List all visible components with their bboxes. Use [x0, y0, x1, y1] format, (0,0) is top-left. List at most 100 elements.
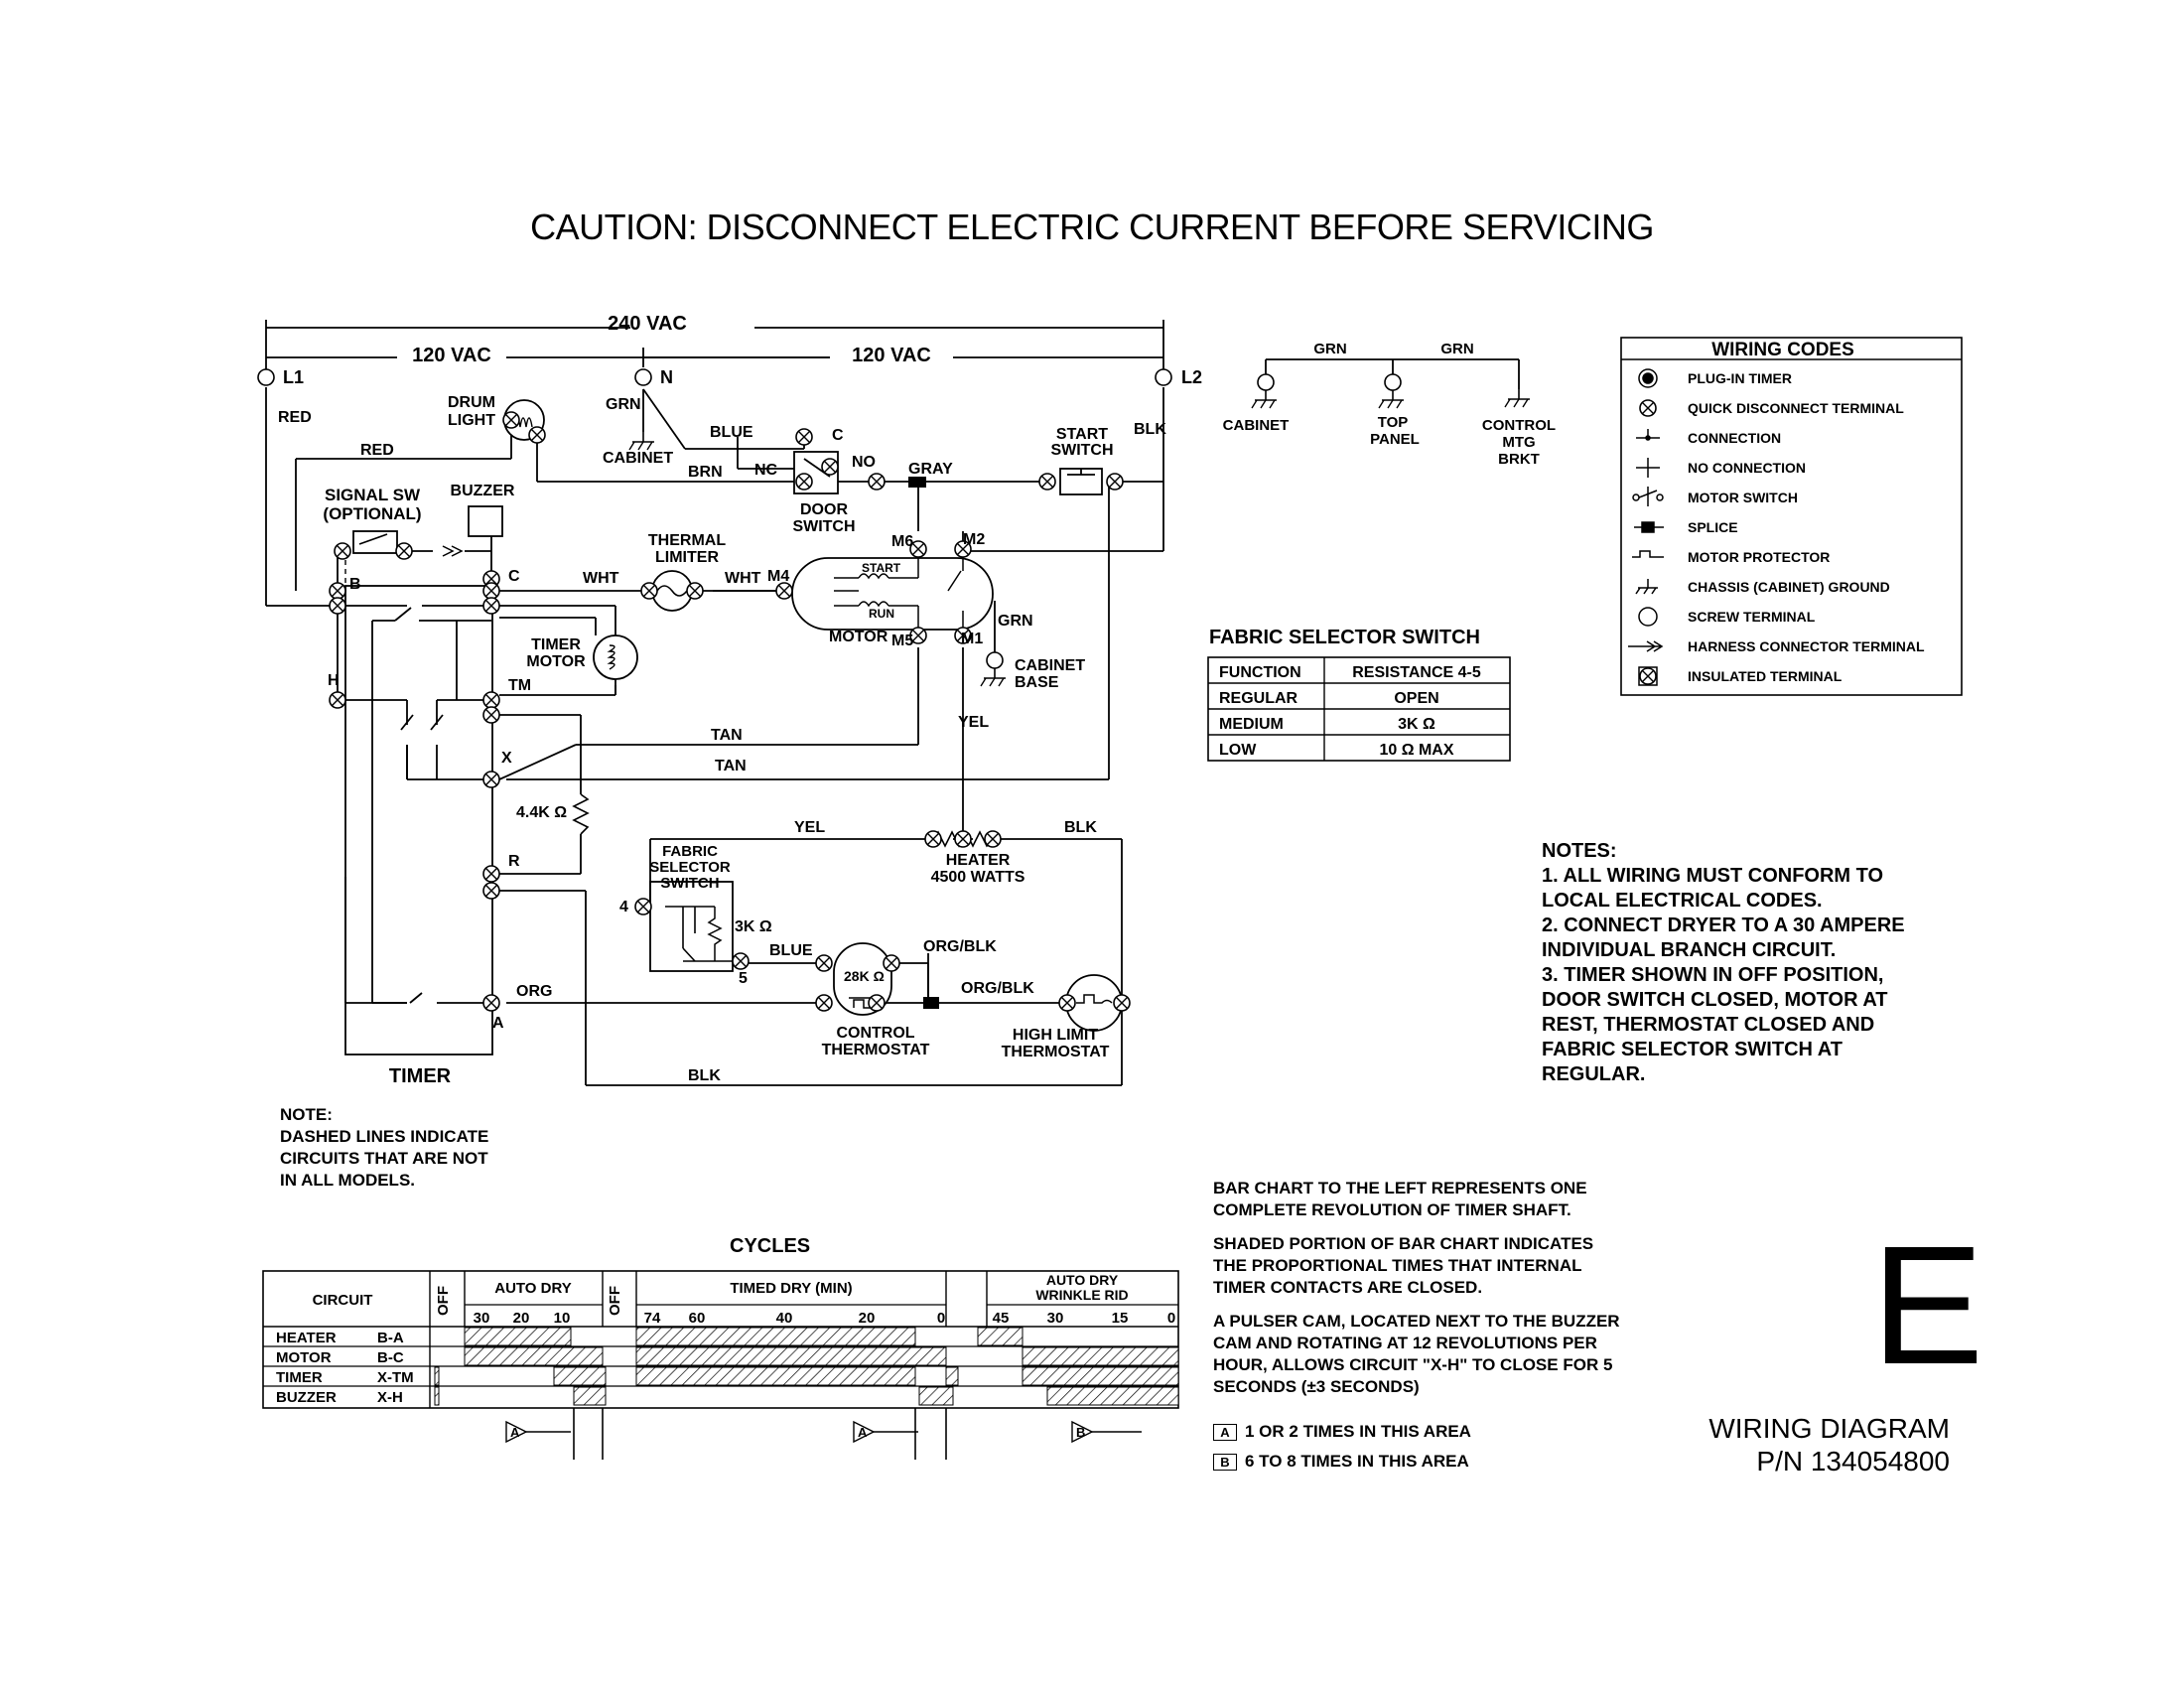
timer-motor [593, 634, 638, 680]
cycle-bar-2-2 [635, 1346, 947, 1366]
cabinet-base-label-1: CABINET [1015, 657, 1085, 674]
legend-item-3: CONNECTION [1688, 430, 1781, 446]
tick-timed-5: 0 [937, 1310, 945, 1327]
fabric-table-title: FABRIC SELECTOR SWITCH [1209, 627, 1480, 648]
blue-label-2: BLUE [769, 942, 813, 959]
tick-wr-1: 45 [993, 1310, 1010, 1327]
signal-sw-label-1: SIGNAL SW [325, 486, 421, 504]
dashed-lines-note: NOTE: DASHED LINES INDICATE CIRCUITS THA… [280, 1104, 488, 1192]
m2-label: M2 [963, 531, 985, 548]
cycle-bar-3-5 [1022, 1366, 1179, 1386]
door-switch-label-1: DOOR [800, 501, 848, 518]
marker-letter-2: A [858, 1425, 868, 1440]
cycle-bar-4-2 [573, 1386, 607, 1406]
marker-flag-2 [853, 1420, 876, 1444]
cycles-off-2: OFF [607, 1286, 623, 1316]
footer-title-block: WIRING DIAGRAM P/N 134054800 [1700, 1412, 1950, 1477]
bar-note-1: BAR CHART TO THE LEFT REPRESENTS ONE COM… [1213, 1179, 1587, 1219]
grn-n-label: GRN [606, 396, 641, 413]
supply-120-right: 120 VAC [852, 345, 931, 366]
wiring-diagram-label: WIRING DIAGRAM [1708, 1413, 1950, 1444]
sheet-letter: E [1871, 1211, 1984, 1400]
terminal-a: A [492, 1015, 504, 1032]
cycles-timed-dry: TIMED DRY (MIN) [730, 1280, 852, 1297]
marker-a-icon: A [1213, 1424, 1237, 1441]
grn-ground-1: GRN [1313, 341, 1346, 357]
heater-label-1: HEATER [946, 852, 1011, 869]
marker-a-text: 1 OR 2 TIMES IN THIS AREA [1245, 1422, 1471, 1441]
m1-label: M1 [961, 631, 983, 647]
cycle-bar-4-3 [918, 1386, 954, 1406]
marker-b-text: 6 TO 8 TIMES IN THIS AREA [1245, 1452, 1469, 1471]
timer-motor-label-1: TIMER [531, 636, 581, 653]
cycles-auto-dry: AUTO DRY [494, 1280, 572, 1297]
cycle-bar-4-4 [1046, 1386, 1179, 1406]
blk-label-3: BLK [688, 1067, 721, 1084]
legend-item-6: SPLICE [1688, 519, 1738, 535]
cycle-row-4-name: BUZZER [276, 1389, 337, 1406]
fabric-row-3-function: LOW [1219, 742, 1257, 759]
drum-light-label-1: DRUM [448, 394, 495, 411]
dashed-note-line-3: CIRCUITS THAT ARE NOT [280, 1149, 488, 1168]
thermal-limiter-label-2: LIMITER [655, 549, 719, 566]
m4-label: M4 [767, 568, 789, 585]
fabric-header-function: FUNCTION [1219, 664, 1301, 681]
signal-switch-box [352, 530, 398, 554]
cycle-bar-1-1 [464, 1327, 572, 1346]
cycles-off-1: OFF [435, 1286, 452, 1316]
dashed-note-line-4: IN ALL MODELS. [280, 1171, 415, 1190]
buzzer-body [468, 505, 503, 537]
wires [265, 320, 1164, 1086]
part-number: P/N 134054800 [1756, 1446, 1950, 1477]
timer-internal [371, 607, 491, 1004]
signal-sw-label-2: (OPTIONAL) [323, 504, 421, 523]
tick-timed-3: 40 [776, 1310, 793, 1327]
tick-auto-3: 10 [554, 1310, 571, 1327]
drum-light-label-2: LIGHT [448, 412, 495, 429]
fabric-row-2-resistance: 3K Ω [1398, 716, 1435, 733]
fabric-selector-label-2: SELECTOR [649, 859, 731, 876]
resistor-3k-label: 3K Ω [735, 918, 772, 935]
terminal-r: R [508, 853, 520, 870]
note-1: 1. ALL WIRING MUST CONFORM TO LOCAL ELEC… [1542, 865, 1884, 912]
fabric-selector-box [649, 881, 734, 972]
wht-label-2: WHT [725, 570, 761, 587]
cycle-bar-3-1 [434, 1366, 440, 1386]
high-limit-label-2: THERMOSTAT [1002, 1044, 1110, 1060]
cycles-auto-wrinkle-1: AUTO DRY [1046, 1272, 1119, 1288]
timer-label: TIMER [389, 1065, 452, 1087]
cycle-bar-3-2 [553, 1366, 607, 1386]
resistor-4-4k-label: 4.4K Ω [516, 804, 567, 821]
note-3: 3. TIMER SHOWN IN OFF POSITION, DOOR SWI… [1542, 964, 1888, 1085]
legend-item-1: PLUG-IN TIMER [1688, 370, 1792, 386]
door-c-label: C [832, 427, 844, 444]
notes-heading: NOTES: [1542, 840, 1617, 862]
cycle-row-3-circuit: X-TM [377, 1369, 414, 1386]
timer-box [344, 585, 493, 1055]
motor-label: MOTOR [829, 629, 888, 645]
cycle-row-3-name: TIMER [276, 1369, 323, 1386]
cycle-bar-1-2 [635, 1327, 916, 1346]
tan-label-2: TAN [715, 758, 747, 774]
cycles-auto-wrinkle-2: WRINKLE RID [1035, 1287, 1128, 1303]
terminal-h: H [328, 672, 340, 689]
terminal-b: B [349, 576, 361, 593]
cycle-row-1-circuit: B-A [377, 1330, 404, 1346]
run-winding-label: RUN [869, 607, 894, 621]
buzzer-label: BUZZER [451, 483, 515, 499]
terminal-5: 5 [739, 970, 748, 987]
brn-label: BRN [688, 464, 723, 481]
legend-item-7: MOTOR PROTECTOR [1688, 549, 1830, 565]
resistor-28k-label: 28K Ω [844, 968, 885, 984]
cycles-title: CYCLES [730, 1235, 811, 1257]
red-label-2: RED [360, 442, 394, 459]
ground-top-panel-label-1: TOP [1378, 414, 1409, 431]
m5-label: M5 [891, 633, 913, 649]
chassis-grounds: GRN GRN CABINET TOP PANEL CONTROL MTG BR… [1223, 341, 1556, 468]
tan-label: TAN [711, 727, 743, 744]
heater-label-2: 4500 WATTS [931, 869, 1025, 886]
terminal-tm: TM [508, 677, 531, 694]
tick-wr-4: 0 [1167, 1310, 1175, 1327]
